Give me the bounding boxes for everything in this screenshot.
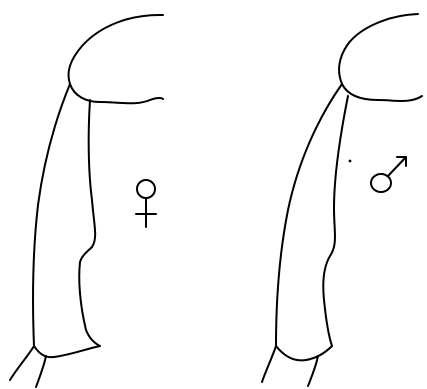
- right-outer-edge: [276, 84, 342, 346]
- left-outer-edge: [33, 84, 70, 346]
- right-upper-lobe: [339, 14, 422, 101]
- right-inner-edge: [323, 96, 348, 346]
- right-panel: [262, 14, 422, 386]
- left-upper-lobe: [69, 15, 164, 103]
- left-stub-bottom: [36, 356, 46, 387]
- left-panel: [10, 15, 163, 387]
- male-symbol-icon: [371, 157, 406, 192]
- right-stub-bottom: [308, 356, 318, 386]
- left-stub-left: [10, 346, 34, 380]
- female-symbol-icon: [136, 180, 156, 227]
- left-inner-edge: [79, 100, 100, 346]
- left-bottom-joint: [34, 346, 100, 357]
- right-stub-left: [262, 346, 276, 382]
- speck-dot: [349, 160, 352, 163]
- right-bottom-joint: [276, 346, 332, 360]
